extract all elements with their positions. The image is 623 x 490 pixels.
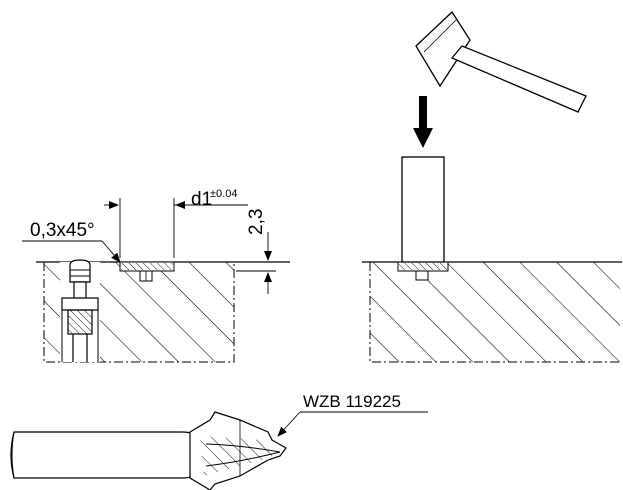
- chamfer-label: 0,3x45°: [30, 220, 95, 241]
- right-workpiece-section: [362, 261, 622, 363]
- tool-code-label: WZB 119225: [303, 392, 401, 411]
- dimension-depth: [236, 232, 276, 294]
- down-arrow-icon: [413, 96, 433, 148]
- bore-diameter-label: d1: [191, 189, 213, 210]
- press-punch: [401, 156, 445, 263]
- tool-code-leader: [277, 411, 428, 437]
- hammer-icon: [415, 10, 587, 113]
- depth-label: 2,3: [246, 208, 267, 235]
- dimension-d1: [104, 198, 248, 258]
- countersink-tool: [10, 411, 287, 490]
- bore-tolerance-label: ±0.04: [210, 188, 238, 200]
- chamfer-leader: [22, 240, 121, 263]
- ejector-pin-assembly: [60, 259, 100, 362]
